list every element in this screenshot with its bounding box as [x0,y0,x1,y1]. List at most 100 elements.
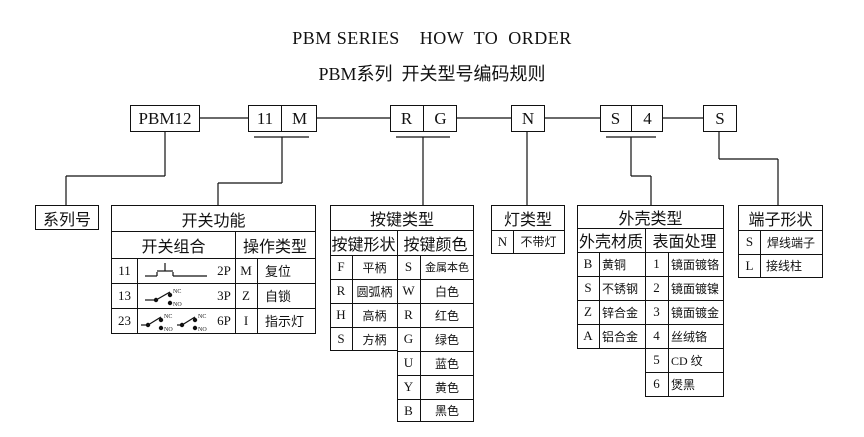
housing-upper [577,205,724,349]
button-type-title: 按键类型 [369,211,434,229]
rule [739,230,822,231]
no-label: NO [173,302,182,307]
surface-code: 1 [653,256,660,271]
rule [739,254,822,255]
color-label: 黄色 [434,380,459,395]
material-label: 黄铜 [602,257,627,272]
rule [397,230,398,422]
combo-header: 开关组合 [141,238,206,256]
color-label: 白色 [434,284,459,299]
rule [577,228,724,229]
rule [257,258,258,333]
rule [112,308,315,309]
button-type-upper [330,205,474,351]
contact-symbol-icon: NC NO [145,289,182,307]
rule [397,399,474,400]
housing-type-table: 外壳类型 外壳材质 表面处理 B S Z A 黄铜 不锈钢 锌合金 铝合金 1 … [577,205,724,397]
rule [397,351,474,352]
title-chinese: PBM系列 开关型号编码规则 [318,64,546,84]
surface-code: 6 [653,376,660,391]
pole-count: 3P [217,287,231,303]
shape-code: R [336,283,346,298]
rule [577,252,724,253]
surface-label: 镜面镀金 [671,305,720,320]
title-english: PBM SERIES HOW TO ORDER [292,28,572,48]
surface-label: 煲黑 [671,377,696,392]
surface-label: 镜面镀铬 [671,257,720,272]
surface-header: 表面处理 [652,234,717,251]
surface-label: 镜面镀镍 [671,281,720,296]
surface-label: CD 纹 [671,353,703,368]
shape-header: 按键形状 [331,236,396,254]
material-code: B [583,256,593,271]
pole-count: 6P [217,312,231,328]
button-color-lower [397,350,474,422]
rule [420,255,421,422]
color-code: W [402,283,415,298]
lamp-label: 不带灯 [520,235,557,249]
housing-type-title: 外壳类型 [618,210,683,228]
rule [492,230,564,231]
terminal-label: 接线柱 [766,259,803,273]
color-code: S [404,259,413,274]
rule [137,258,138,333]
rule [513,230,514,253]
nc-label: NC [164,314,172,320]
lamp-code-box: N [511,105,545,132]
rule [577,324,724,325]
rule [112,258,315,259]
terminal-code-box: S [703,105,737,132]
lamp-code: N [497,233,508,249]
rule [330,303,474,304]
rule [330,279,474,280]
rule [645,372,724,373]
nc-label: NC [198,314,206,320]
op-label: 自锁 [265,289,292,304]
material-code: S [584,280,592,295]
double-contact-symbol-icon: NC NO NC NO [141,314,207,332]
rule [112,283,315,284]
pushbutton-symbol-icon [145,263,207,277]
no-label: NO [164,327,173,332]
button-shape-code: R [400,108,413,128]
material-label: 锌合金 [602,305,639,320]
material-code: A [583,328,593,343]
rule [645,228,646,397]
op-code: I [243,312,249,328]
button-color-code: G [434,108,447,128]
func-num-code: 11 [256,108,274,128]
switch-function-table: 开关功能 开关组合 操作类型 11 13 23 2P 3P 6P M Z I 复… [111,205,316,334]
surface-code: 4 [653,328,660,343]
material-code: Z [584,304,592,319]
nc-label: NC [173,289,181,295]
combo-num: 13 [118,287,131,303]
shape-label: 高柄 [362,308,387,323]
pole-count: 2P [217,262,231,278]
terminal-code: S [745,234,754,249]
func-letter-code: M [291,108,308,128]
housing-material-code: S [610,108,621,128]
shape-code: H [336,307,346,322]
terminal-type-table: 端子形状 S L 焊线端子 接线柱 [738,205,823,278]
shape-code: S [337,331,345,346]
button-type-table: 按键类型 按键形状 按键颜色 F R H S 平柄 圆弧柄 高柄 方柄 S W … [330,205,474,422]
shape-label: 圆弧柄 [356,284,393,299]
color-code: B [404,402,413,418]
color-code: R [404,307,413,322]
color-label: 黑色 [434,404,459,418]
color-label: 红色 [434,308,459,323]
terminal-label: 焊线端子 [766,235,815,250]
rule [330,327,474,328]
color-header: 按键颜色 [403,236,468,254]
op-code: Z [242,287,250,303]
material-label: 铝合金 [602,329,639,344]
surface-code: 2 [653,280,660,295]
color-code: Y [403,379,414,394]
color-label: 蓝色 [434,356,459,371]
surface-code: 4 [643,108,652,128]
lamp-type-title: 灯类型 [503,212,552,229]
color-code: U [403,355,414,370]
rule [397,375,474,376]
rule [112,231,315,232]
